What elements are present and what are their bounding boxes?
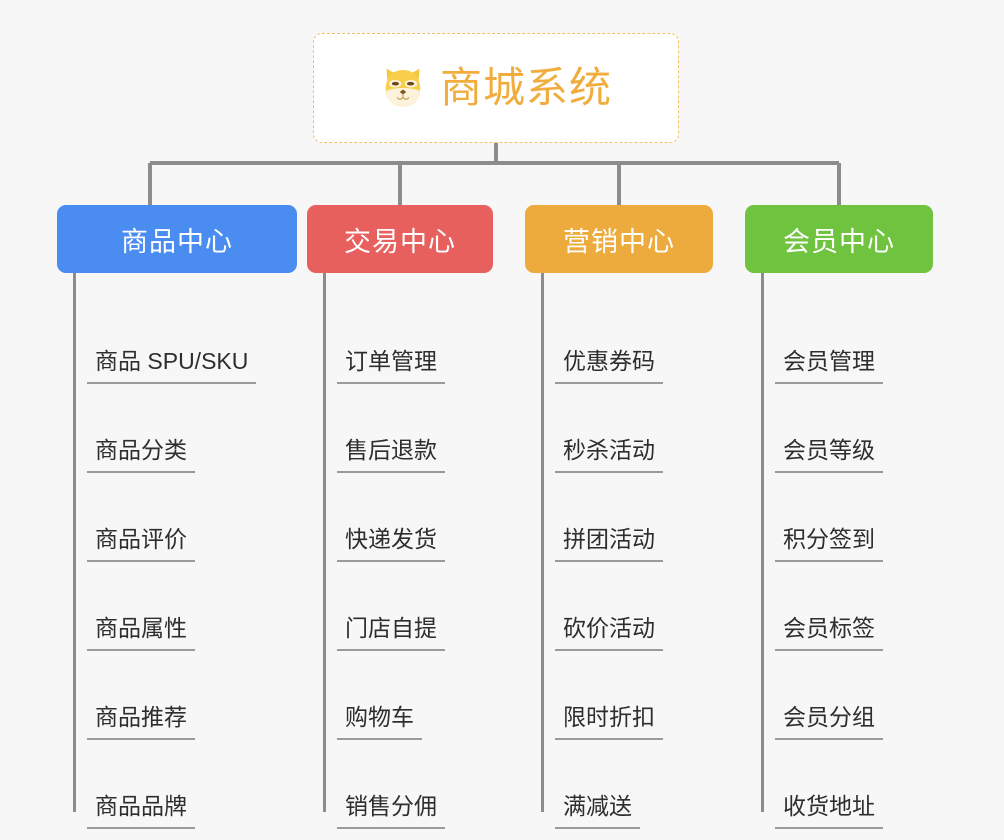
leaf-label: 拼团活动 bbox=[555, 528, 663, 562]
branch-column-huiyuan: 会员中心 会员管理 会员等级 积分签到 会员标签 会员分组 收货地址 bbox=[745, 205, 933, 829]
list-item[interactable]: 会员等级 bbox=[745, 384, 933, 473]
leaf-label: 优惠券码 bbox=[555, 350, 663, 384]
branch-header-3[interactable]: 会员中心 bbox=[745, 205, 933, 273]
list-item[interactable]: 售后退款 bbox=[307, 384, 493, 473]
list-item[interactable]: 快递发货 bbox=[307, 473, 493, 562]
leaf-label: 订单管理 bbox=[337, 350, 445, 384]
list-item[interactable]: 会员管理 bbox=[745, 295, 933, 384]
leaf-label: 收货地址 bbox=[775, 795, 883, 829]
leaf-label: 满减送 bbox=[555, 795, 640, 829]
leaf-list-1: 订单管理 售后退款 快递发货 门店自提 购物车 销售分佣 bbox=[307, 273, 493, 829]
leaf-list-2: 优惠券码 秒杀活动 拼团活动 砍价活动 限时折扣 满减送 bbox=[525, 273, 713, 829]
branch-label-1: 交易中心 bbox=[344, 226, 456, 257]
list-item[interactable]: 会员标签 bbox=[745, 562, 933, 651]
list-item[interactable]: 优惠券码 bbox=[525, 295, 713, 384]
leaf-label: 快递发货 bbox=[337, 528, 445, 562]
list-item[interactable]: 会员分组 bbox=[745, 651, 933, 740]
list-item[interactable]: 商品 SPU/SKU bbox=[57, 295, 297, 384]
leaf-list-3: 会员管理 会员等级 积分签到 会员标签 会员分组 收货地址 bbox=[745, 273, 933, 829]
leaf-label: 商品评价 bbox=[87, 528, 195, 562]
shiba-dog-face-icon bbox=[385, 68, 421, 107]
leaf-label: 砍价活动 bbox=[555, 617, 663, 651]
list-item[interactable]: 商品评价 bbox=[57, 473, 297, 562]
leaf-label: 商品 SPU/SKU bbox=[87, 350, 257, 384]
list-item[interactable]: 限时折扣 bbox=[525, 651, 713, 740]
leaf-label: 会员等级 bbox=[775, 439, 883, 473]
branch-column-shangpin: 商品中心 商品 SPU/SKU 商品分类 商品评价 商品属性 商品推荐 商品品牌 bbox=[57, 205, 297, 829]
root-title: 商城系统 bbox=[439, 64, 612, 111]
list-item[interactable]: 商品属性 bbox=[57, 562, 297, 651]
leaf-label: 商品属性 bbox=[87, 617, 195, 651]
branch-label-2: 营销中心 bbox=[563, 226, 675, 257]
leaf-label: 会员标签 bbox=[775, 617, 883, 651]
list-item[interactable]: 积分签到 bbox=[745, 473, 933, 562]
list-item[interactable]: 门店自提 bbox=[307, 562, 493, 651]
leaf-label: 门店自提 bbox=[337, 617, 445, 651]
branch-column-yingxiao: 营销中心 优惠券码 秒杀活动 拼团活动 砍价活动 限时折扣 满减送 bbox=[525, 205, 713, 829]
list-item[interactable]: 秒杀活动 bbox=[525, 384, 713, 473]
root-node[interactable]: 商城系统 bbox=[313, 33, 679, 143]
branch-column-jiaoyi: 交易中心 订单管理 售后退款 快递发货 门店自提 购物车 销售分佣 bbox=[307, 205, 493, 829]
list-item[interactable]: 销售分佣 bbox=[307, 740, 493, 829]
leaf-label: 售后退款 bbox=[337, 439, 445, 473]
branch-label-0: 商品中心 bbox=[121, 226, 233, 257]
list-item[interactable]: 商品推荐 bbox=[57, 651, 297, 740]
list-item[interactable]: 满减送 bbox=[525, 740, 713, 829]
leaf-label: 销售分佣 bbox=[337, 795, 445, 829]
leaf-label: 积分签到 bbox=[775, 528, 883, 562]
list-item[interactable]: 收货地址 bbox=[745, 740, 933, 829]
list-item[interactable]: 拼团活动 bbox=[525, 473, 713, 562]
list-item[interactable]: 砍价活动 bbox=[525, 562, 713, 651]
branch-header-1[interactable]: 交易中心 bbox=[307, 205, 493, 273]
list-item[interactable]: 商品品牌 bbox=[57, 740, 297, 829]
leaf-label: 会员管理 bbox=[775, 350, 883, 384]
leaf-label: 限时折扣 bbox=[555, 706, 663, 740]
branch-header-2[interactable]: 营销中心 bbox=[525, 205, 713, 273]
leaf-label: 会员分组 bbox=[775, 706, 883, 740]
leaf-list-0: 商品 SPU/SKU 商品分类 商品评价 商品属性 商品推荐 商品品牌 bbox=[57, 273, 297, 829]
leaf-label: 商品品牌 bbox=[87, 795, 195, 829]
list-item[interactable]: 订单管理 bbox=[307, 295, 493, 384]
list-item[interactable]: 购物车 bbox=[307, 651, 493, 740]
branch-label-3: 会员中心 bbox=[783, 226, 895, 257]
leaf-label: 购物车 bbox=[337, 706, 422, 740]
list-item[interactable]: 商品分类 bbox=[57, 384, 297, 473]
leaf-label: 商品推荐 bbox=[87, 706, 195, 740]
leaf-label: 商品分类 bbox=[87, 439, 195, 473]
branch-header-0[interactable]: 商品中心 bbox=[57, 205, 297, 273]
leaf-label: 秒杀活动 bbox=[555, 439, 663, 473]
